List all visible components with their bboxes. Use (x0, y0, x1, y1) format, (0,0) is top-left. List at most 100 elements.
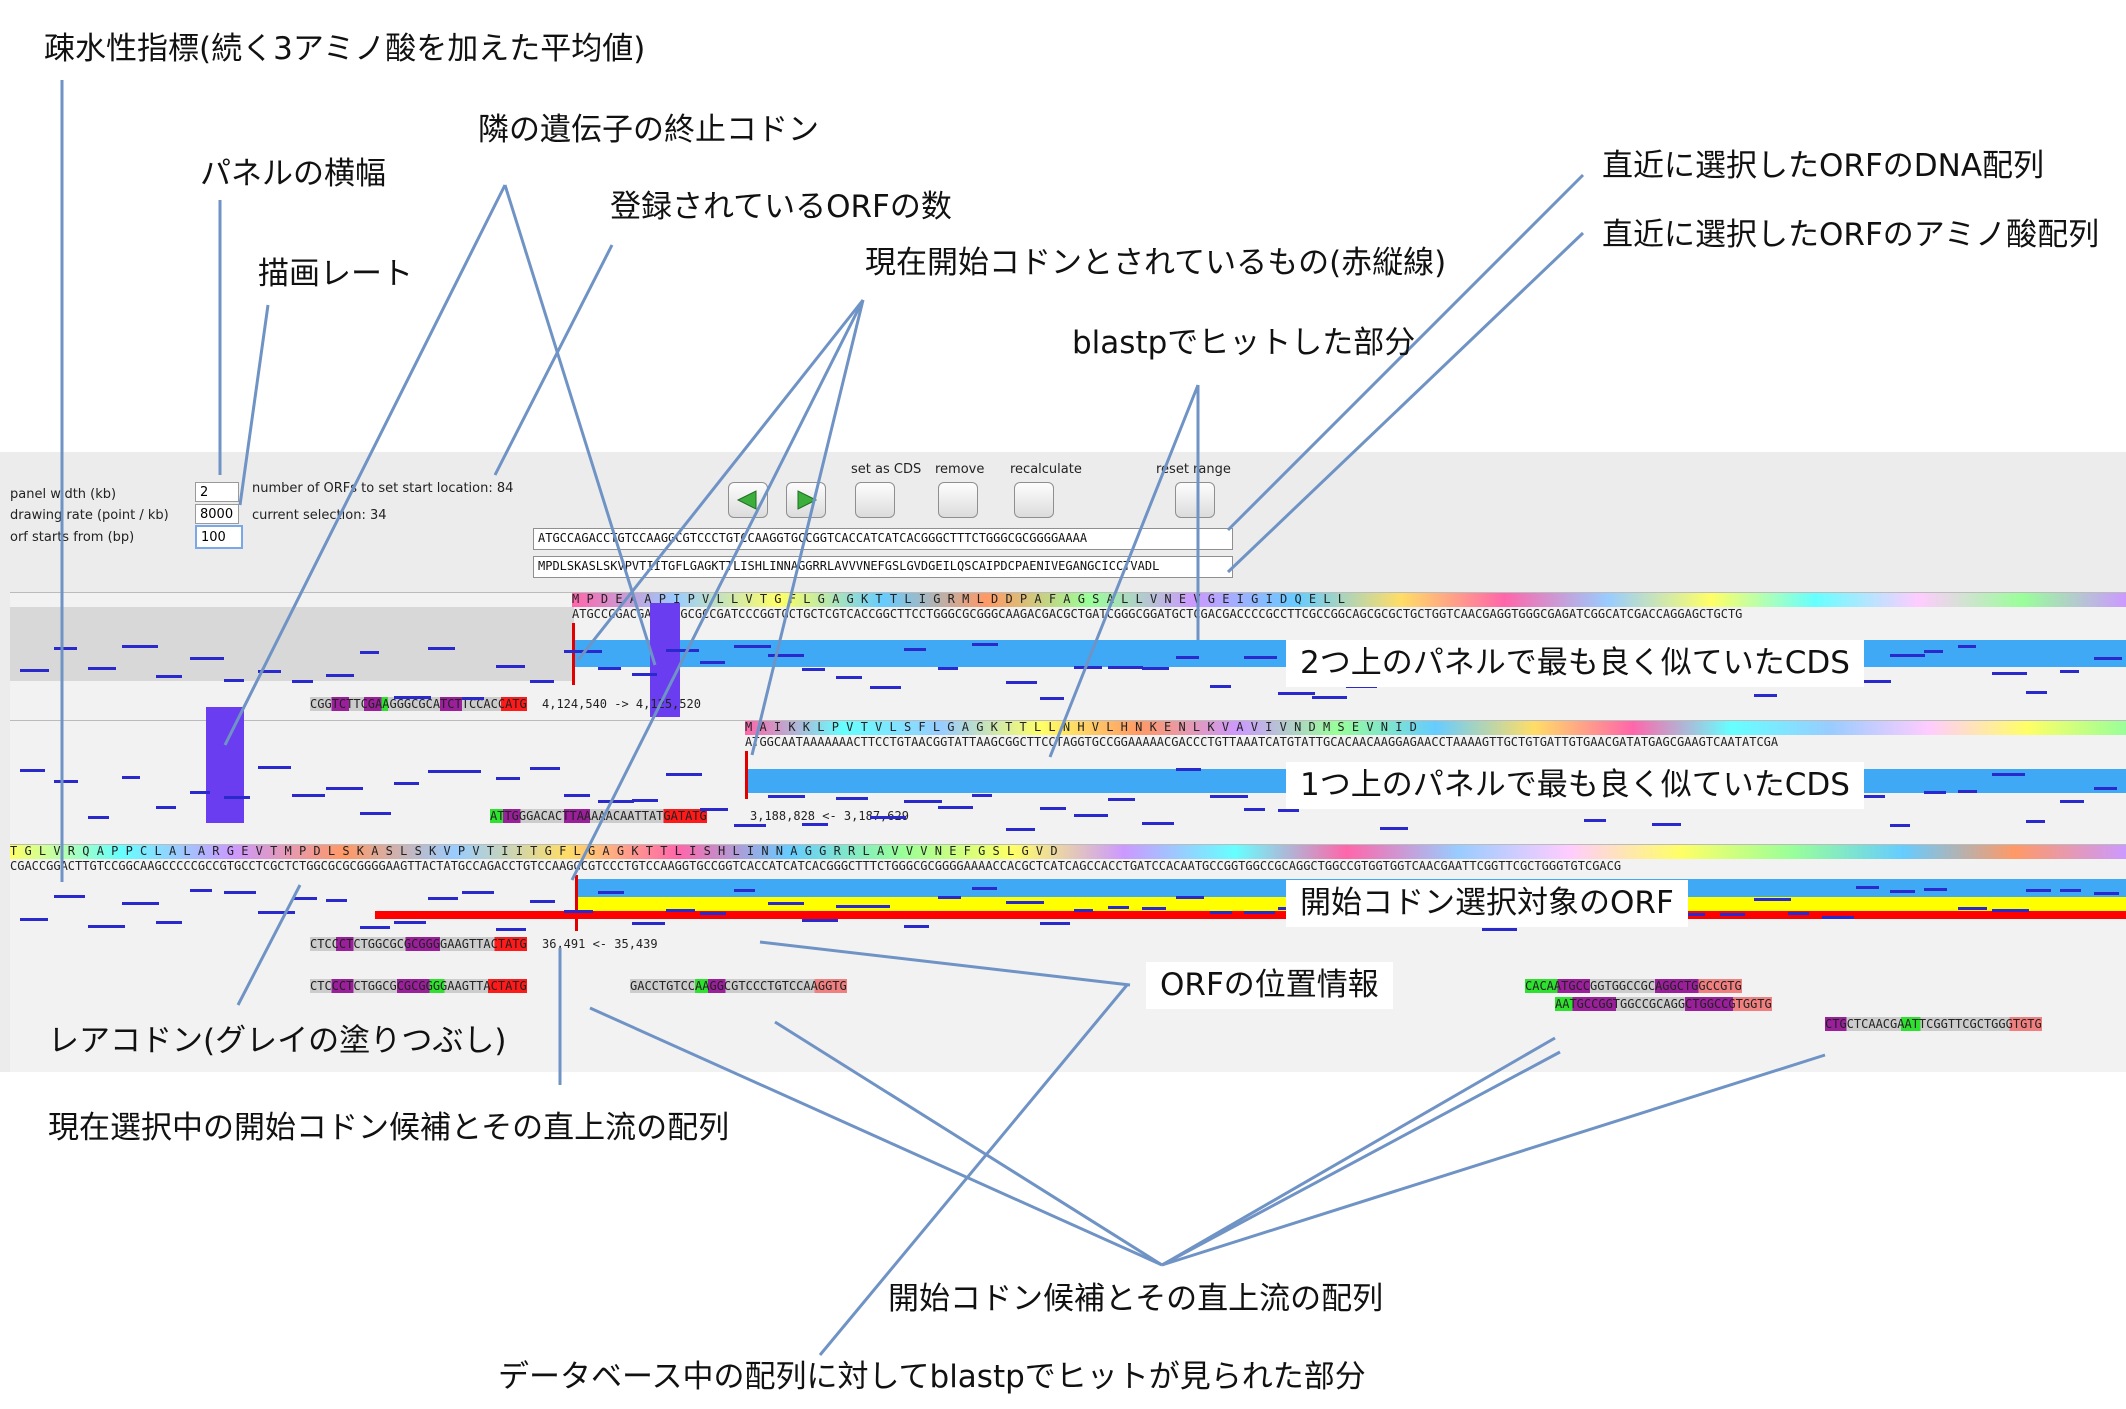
hydrophobicity-mark (870, 685, 902, 689)
hydrophobicity-mark (666, 908, 695, 912)
hydrophobicity-mark (462, 770, 482, 774)
hydrophobicity-mark (88, 666, 117, 670)
drawing-rate-input[interactable] (195, 504, 239, 524)
hydrophobicity-mark (258, 911, 296, 915)
hydrophobicity-mark (1108, 905, 1130, 909)
hydrophobicity-mark (292, 897, 318, 901)
hydrophobicity-mark (598, 890, 624, 894)
hydrophobicity-mark (156, 921, 183, 925)
hydrophobicity-mark (2060, 799, 2084, 803)
orf-starts-input[interactable] (195, 525, 243, 549)
hydrophobicity-mark (360, 811, 391, 815)
hydrophobicity-mark (1924, 887, 1948, 891)
candidate-seq-1b: GACCTGTCCAAGGCGTCCCTGTCCAAGGTG (630, 979, 847, 993)
hydrophobicity-mark (2026, 889, 2052, 893)
hydrophobicity-mark (428, 897, 458, 901)
label-rare-codon: レアコドン(グレイの塗りつぶし) (48, 1023, 507, 1059)
hydrophobicity-mark (904, 648, 927, 652)
label-db-blastp: データベース中の配列に対してblastpでヒットが見られた部分 (498, 1359, 1366, 1395)
recalculate-button[interactable] (1014, 482, 1054, 518)
next-button[interactable] (786, 482, 826, 518)
drawing-rate-label: drawing rate (point / kb) (10, 508, 169, 523)
hydrophobicity-mark (836, 797, 869, 801)
orf-position: 4,124,540 -> 4,125,520 (542, 697, 701, 711)
hydrophobicity-mark (666, 772, 702, 776)
hydrophobicity-mark (870, 816, 907, 820)
label-start-candidates: 開始コドン候補とその直上流の配列 (888, 1281, 1384, 1317)
remove-label: remove (935, 462, 985, 477)
hydrophobicity-mark (1992, 672, 2027, 676)
hydrophobicity-mark (530, 766, 560, 770)
neighbor-stop-mark (206, 707, 244, 823)
hydrophobicity-mark (938, 896, 961, 900)
panel-width-input[interactable] (195, 482, 239, 502)
set-as-cds-label: set as CDS (851, 462, 922, 477)
hydrophobicity-mark (1958, 790, 1977, 794)
hydrophobicity-mark (2026, 820, 2045, 824)
hydrophobicity-mark (1108, 797, 1135, 801)
set-as-cds-button[interactable] (855, 482, 895, 518)
hydrophobicity-mark (1244, 911, 1276, 915)
hydrophobicity-mark (1958, 907, 1987, 911)
hydrophobicity-mark (190, 657, 224, 661)
dna-row: CGACCGGACTTGTCCGGCAAGCCCCCGCCGTGCCTCGCTC… (10, 859, 1622, 873)
label-neighbor-stop: 隣の遺伝子の終止コドン (478, 112, 819, 148)
current-candidate-seq: CTCCCTCTGGCGCGCGGGGAAGTTACTATG (310, 937, 527, 951)
out-of-range-shade (10, 607, 574, 681)
hydrophobicity-mark (394, 696, 432, 700)
hydrophobicity-mark (2094, 891, 2119, 895)
hydrophobicity-mark (292, 680, 314, 684)
hydrophobicity-mark (938, 667, 958, 671)
label-orf-position: ORFの位置情報 (1146, 962, 1393, 1009)
hydrophobicity-mark (1210, 910, 1233, 914)
recent-aa-field[interactable]: MPDLSKASLSKVPVTIITGFLGAGKTTLISHLINNAGGRR… (533, 556, 1233, 578)
remove-button[interactable] (938, 482, 978, 518)
hydrophobicity-mark (1856, 679, 1892, 683)
hydrophobicity-mark (1720, 913, 1746, 917)
hydrophobicity-mark (190, 791, 211, 795)
aa-letters: T G L V R Q A P P C L A L A R G E V T M … (10, 844, 1058, 858)
hydrophobicity-mark (2026, 690, 2047, 694)
hydrophobicity-mark (530, 680, 554, 684)
hydrophobicity-mark (870, 904, 890, 908)
hydrophobicity-mark (1176, 768, 1202, 772)
hydrophobicity-mark (700, 661, 725, 665)
hydrophobicity-mark (836, 676, 863, 680)
hydrophobicity-mark (1142, 822, 1175, 826)
orf-count-text: number of ORFs to set start location: 84 (252, 481, 514, 496)
aa-letters: M P D E A A P I P V L L V T G F L G A G … (572, 592, 1346, 606)
hydrophobicity-mark (632, 799, 659, 803)
hydrophobicity-mark (768, 902, 805, 905)
label-hydrophobicity: 疎水性指標(続く3アミノ酸を加えた平均値) (44, 31, 646, 67)
hydrophobicity-mark (1992, 908, 2029, 912)
hydrophobicity-mark (20, 669, 50, 673)
hydrophobicity-mark (156, 675, 183, 679)
hydrophobicity-mark (326, 673, 354, 677)
hydrophobicity-mark (1210, 684, 1231, 688)
hydrophobicity-mark (734, 888, 755, 892)
label-recent-aa: 直近に選択したORFのアミノ酸配列 (1602, 217, 2100, 253)
hydrophobicity-mark (1074, 666, 1102, 670)
hydrophobicity-mark (598, 800, 635, 804)
label-cds-1up: 1つ上のパネルで最も良く似ていたCDS (1286, 762, 1864, 809)
hydrophobicity-mark (1006, 828, 1036, 832)
candidate-seq: ATTGGGACACTTAAAAACAATTATGATATG (490, 809, 707, 823)
recent-dna-field[interactable]: ATGCCAGACCTGTCCAAGGCGTCCCTGTCCAAGGTGCCGG… (533, 528, 1233, 550)
leader-orf-count (493, 244, 614, 476)
hydrophobicity-mark (1992, 773, 2025, 777)
hydrophobicity-mark (802, 668, 825, 672)
hydrophobicity-mark (1754, 898, 1791, 902)
hydrophobicity-mark (530, 900, 555, 903)
prev-button[interactable] (728, 482, 768, 518)
hydrophobicity-mark (1040, 697, 1065, 701)
hydrophobicity-mark (1380, 827, 1409, 831)
reset-range-button[interactable] (1175, 482, 1215, 518)
hydrophobicity-mark (1176, 895, 1205, 899)
hydrophobicity-mark (564, 910, 594, 914)
candidate-seq-2: CACAATGCCGGTGGCCGCAGGCTGGCCGTG (1525, 979, 1742, 993)
candidate-seq-3: AATGCCGGTGGCCGCAGGCTGGCCGTGGTG (1555, 997, 1772, 1011)
aa-color-row (572, 593, 2126, 607)
hydrophobicity-mark (224, 679, 244, 683)
hydrophobicity-mark (258, 669, 281, 673)
hydrophobicity-mark (496, 665, 525, 669)
